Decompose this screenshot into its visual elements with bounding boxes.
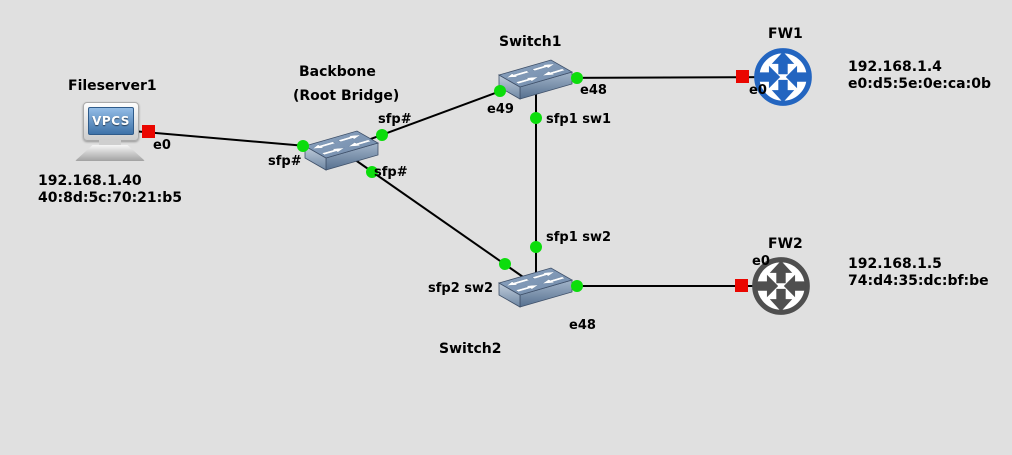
- note-fileserver1-addresses[interactable]: 192.168.1.40 40:8d:5c:70:21:b5: [38, 173, 182, 207]
- port-status-fw2-e0-stopped: [735, 279, 748, 292]
- fw2-mac: 74:d4:35:dc:bf:be: [848, 273, 989, 289]
- port-status-fileserver1-e0-stopped: [142, 125, 155, 138]
- port-label-switch2-sfp2[interactable]: sfp2 sw2: [428, 281, 494, 296]
- node-label-fileserver1[interactable]: Fileserver1: [68, 78, 157, 94]
- port-label-switch2-e48[interactable]: e48: [569, 318, 596, 333]
- node-label-switch1[interactable]: Switch1: [499, 34, 562, 50]
- port-status-switch2-e48-active: [571, 280, 583, 292]
- pc-base: [75, 145, 145, 161]
- port-label-switch2-sfp1[interactable]: sfp1 sw2: [546, 230, 612, 245]
- node-fw1-icon[interactable]: [753, 47, 813, 111]
- port-label-switch1-sfp1[interactable]: sfp1 sw1: [546, 112, 612, 127]
- port-status-switch1-sfp1-active: [530, 112, 542, 124]
- port-label-backbone-sfp-top[interactable]: sfp#: [378, 112, 412, 127]
- port-status-backbone-bottom-active: [366, 166, 378, 178]
- port-label-backbone-sfp-left[interactable]: sfp#: [268, 154, 302, 169]
- fw2-ip: 192.168.1.5: [848, 256, 942, 272]
- node-label-switch2[interactable]: Switch2: [439, 341, 502, 357]
- pc-monitor: VPCS: [83, 102, 139, 141]
- fileserver1-mac: 40:8d:5c:70:21:b5: [38, 190, 183, 206]
- router-icon: [753, 47, 813, 107]
- port-status-switch2-sfp2-active: [499, 258, 511, 270]
- node-fileserver1-icon[interactable]: VPCS: [75, 100, 145, 162]
- node-label-backbone[interactable]: Backbone: [299, 64, 376, 80]
- node-switch1-icon[interactable]: [496, 56, 574, 106]
- pc-neck: [99, 140, 121, 145]
- fw1-mac: e0:d5:5e:0e:ca:0b: [848, 76, 991, 92]
- port-status-fw1-e0-stopped: [736, 70, 749, 83]
- node-label-fw2[interactable]: FW2: [768, 236, 803, 252]
- fw1-ip: 192.168.1.4: [848, 59, 942, 75]
- fileserver1-ip: 192.168.1.40: [38, 173, 142, 189]
- port-label-fileserver1-e0[interactable]: e0: [153, 138, 171, 153]
- note-fw2-addresses[interactable]: 192.168.1.5 74:d4:35:dc:bf:be: [848, 256, 989, 290]
- note-fw1-addresses[interactable]: 192.168.1.4 e0:d5:5e:0e:ca:0b: [848, 59, 991, 93]
- node-label-fw1[interactable]: FW1: [768, 26, 803, 42]
- port-label-switch1-e49[interactable]: e49: [487, 102, 514, 117]
- port-status-switch1-e49-active: [494, 85, 506, 97]
- vpcs-screen: VPCS: [88, 107, 134, 135]
- port-status-backbone-left-active: [297, 140, 309, 152]
- port-status-switch2-sfp1-active: [530, 241, 542, 253]
- port-label-switch1-e48[interactable]: e48: [580, 83, 607, 98]
- port-label-backbone-sfp-bottom[interactable]: sfp#: [374, 165, 408, 180]
- node-label-backbone-subtitle[interactable]: (Root Bridge): [293, 88, 400, 104]
- node-switch2-icon[interactable]: [496, 264, 574, 314]
- port-label-fw2-e0[interactable]: e0: [752, 254, 770, 269]
- port-label-fw1-e0[interactable]: e0: [749, 83, 767, 98]
- port-status-backbone-top-active: [376, 129, 388, 141]
- switch-icon: [498, 59, 573, 100]
- switch-icon: [498, 267, 573, 308]
- port-status-switch1-e48-active: [571, 72, 583, 84]
